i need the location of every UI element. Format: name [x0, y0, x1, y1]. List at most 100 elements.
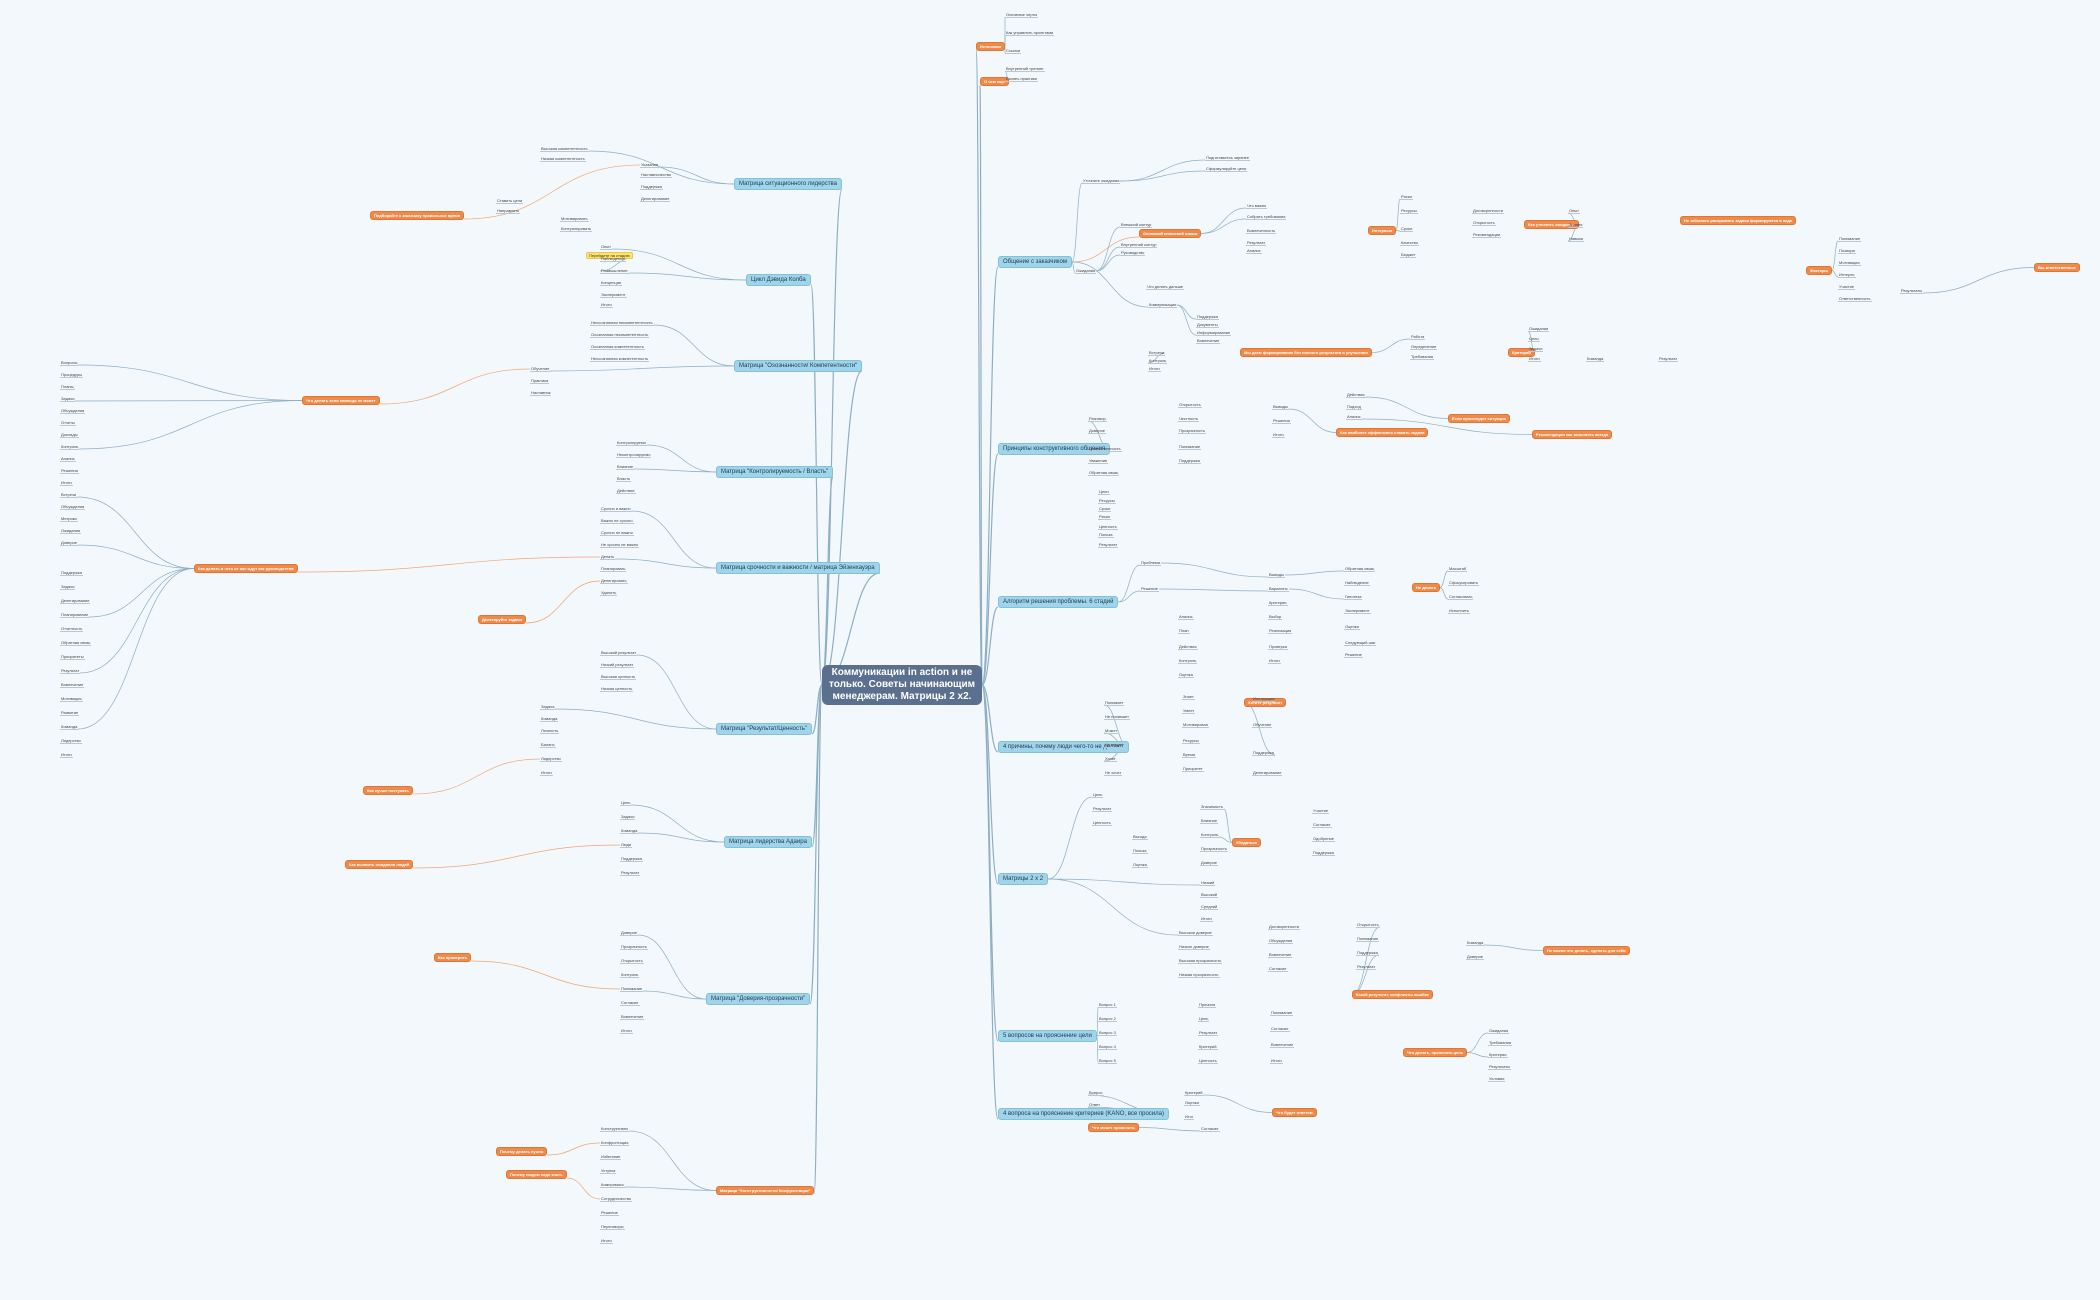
- topic-node-s78[interactable]: Оценка: [1178, 672, 1194, 678]
- topic-node-t3[interactable]: Ссылки: [1005, 48, 1022, 54]
- topic-node-q19[interactable]: Делегирование: [60, 598, 91, 604]
- topic-node-s83[interactable]: Реализация: [1268, 628, 1293, 634]
- topic-node-o18[interactable]: Какой результат, конфликты ошибка: [1352, 990, 1433, 999]
- topic-node-m54[interactable]: Прозрачность: [620, 944, 648, 950]
- topic-node-m14[interactable]: Концепция: [600, 280, 623, 286]
- topic-node-m28[interactable]: Действие: [616, 488, 636, 494]
- topic-node-m12[interactable]: Наблюдение: [600, 256, 626, 262]
- topic-node-m46[interactable]: Итоги: [540, 770, 553, 776]
- topic-node-s157[interactable]: Согласие: [1270, 1026, 1290, 1032]
- topic-node-s166[interactable]: Ответ: [1088, 1102, 1101, 1108]
- topic-node-s104[interactable]: Умеет: [1182, 708, 1196, 714]
- topic-node-o11[interactable]: Как наиболее эффективно ставить задачи: [1336, 428, 1429, 437]
- topic-node-s80[interactable]: Варианты: [1268, 586, 1289, 592]
- topic-node-s79[interactable]: Выводы: [1268, 572, 1285, 578]
- topic-node-m30[interactable]: Важно не срочно: [600, 518, 634, 524]
- topic-node-s56[interactable]: Прозрачность: [1178, 428, 1206, 434]
- topic-node-s137[interactable]: Обсуждения: [1268, 938, 1294, 944]
- topic-node-s55[interactable]: Честность: [1178, 416, 1200, 422]
- topic-node-s108[interactable]: Приоритет: [1182, 766, 1204, 772]
- topic-node-m10[interactable]: Контролировать: [560, 226, 593, 232]
- topic-node-s77[interactable]: Контроль: [1178, 658, 1198, 664]
- topic-node-s147[interactable]: Вопрос 2: [1098, 1016, 1117, 1022]
- topic-node-s145[interactable]: Доверие: [1466, 954, 1484, 960]
- topic-node-s168[interactable]: Оценка: [1184, 1100, 1200, 1106]
- topic-node-m69[interactable]: Итоги: [600, 1238, 613, 1244]
- topic-node-m48[interactable]: Задачи: [620, 814, 636, 820]
- topic-node-q30[interactable]: Итоги: [60, 752, 73, 758]
- topic-node-s3[interactable]: Уточните ожидания: [1082, 178, 1121, 184]
- topic-node-m11[interactable]: Опыт: [600, 244, 612, 250]
- topic-node-o7[interactable]: Мы даем формирование без полного результ…: [1240, 348, 1372, 357]
- topic-node-s5[interactable]: Внутренний контур: [1120, 242, 1158, 248]
- topic-node-s34[interactable]: Позиция: [1838, 248, 1856, 254]
- topic-node-s65[interactable]: Цели: [1098, 489, 1110, 495]
- topic-node-s107[interactable]: Время: [1182, 752, 1197, 758]
- topic-node-o4[interactable]: Интервью: [1368, 226, 1397, 235]
- topic-node-s20[interactable]: Результат: [1246, 240, 1267, 246]
- topic-node-s68[interactable]: Риски: [1098, 514, 1111, 520]
- topic-node-s156[interactable]: Понимание: [1270, 1010, 1294, 1016]
- topic-node-s121[interactable]: Контроль: [1200, 832, 1220, 838]
- topic-node-q18[interactable]: Задачи: [60, 584, 76, 590]
- topic-node-s32[interactable]: Навыки: [1568, 236, 1585, 242]
- topic-node-o3[interactable]: Основной ключевой навык: [1139, 229, 1202, 238]
- topic-node-m26[interactable]: Влияние: [616, 464, 635, 470]
- topic-node-s124[interactable]: Участие: [1312, 808, 1330, 814]
- topic-node-s76[interactable]: Действия: [1178, 644, 1198, 650]
- topic-node-m32[interactable]: Не срочно не важно: [600, 542, 640, 548]
- topic-node-s98[interactable]: Не понимает: [1104, 714, 1130, 720]
- topic-node-s148[interactable]: Вопрос 3: [1098, 1030, 1117, 1036]
- topic-node-m43[interactable]: Личность: [540, 728, 560, 734]
- topic-node-o19[interactable]: Что делать, прояснять цель: [1403, 1048, 1468, 1057]
- topic-node-s155[interactable]: Ценность: [1198, 1058, 1218, 1064]
- topic-node-s162[interactable]: Критерии: [1488, 1052, 1508, 1058]
- topic-node-s99[interactable]: Может: [1104, 728, 1119, 734]
- topic-node-q11[interactable]: Итоги: [60, 480, 73, 486]
- topic-node-m52[interactable]: Результат: [620, 870, 641, 876]
- topic-node-q15[interactable]: Ожидания: [60, 528, 82, 534]
- topic-node-t1[interactable]: Основные черты: [1005, 12, 1039, 18]
- topic-node-o9[interactable]: Вы-ответственные: [2034, 263, 2080, 272]
- topic-node-p8[interactable]: Почему делать нужно: [496, 1147, 548, 1156]
- topic-node-s160[interactable]: Ожидания: [1488, 1028, 1510, 1034]
- topic-node-s23[interactable]: Ресурсы: [1400, 208, 1418, 214]
- topic-node-s58[interactable]: Поддержка: [1178, 458, 1201, 464]
- topic-node-m34[interactable]: Планировать: [600, 566, 627, 572]
- topic-node-s35[interactable]: Мотивация: [1838, 260, 1861, 266]
- topic-node-s132[interactable]: Высокое доверие: [1178, 930, 1213, 936]
- topic-node-s61[interactable]: Итоги: [1272, 432, 1285, 438]
- topic-node-m35[interactable]: Делегировать: [600, 578, 628, 584]
- topic-node-s152[interactable]: Цель: [1198, 1016, 1210, 1022]
- topic-node-s8[interactable]: Что делать дальше: [1146, 284, 1185, 290]
- topic-node-s39[interactable]: Результаты: [1900, 288, 1924, 294]
- topic-node-s114[interactable]: Результат: [1092, 806, 1113, 812]
- topic-node-y1[interactable]: Перейдите на стадию: [586, 252, 633, 259]
- topic-node-s57[interactable]: Понимание: [1178, 444, 1202, 450]
- topic-node-m22[interactable]: Практика: [530, 378, 550, 384]
- topic-node-m65[interactable]: Компромисс: [600, 1182, 625, 1188]
- topic-node-s138[interactable]: Вовлечение: [1268, 952, 1293, 958]
- topic-node-m57[interactable]: Понимание: [620, 986, 644, 992]
- topic-node-m19[interactable]: Осознанная компетентность: [590, 344, 645, 350]
- topic-node-q6[interactable]: Отчеты: [60, 420, 76, 426]
- topic-node-s29[interactable]: Рекомендации: [1472, 232, 1502, 238]
- topic-node-l5[interactable]: Матрица срочности и важности / матрица Э…: [716, 562, 880, 574]
- topic-node-p4[interactable]: Делегируйте задачи: [478, 615, 526, 624]
- topic-node-s85[interactable]: Итоги: [1268, 658, 1281, 664]
- topic-node-l3[interactable]: Матрица "Osознанности/ Компетентности": [734, 360, 863, 372]
- topic-node-s105[interactable]: Мотивирован: [1182, 722, 1209, 728]
- topic-node-s144[interactable]: Команда: [1466, 940, 1485, 946]
- topic-node-m62[interactable]: Конфронтация: [600, 1140, 630, 1146]
- topic-node-m59[interactable]: Вовлечение: [620, 1014, 645, 1020]
- topic-node-s129[interactable]: Высокий: [1200, 892, 1219, 898]
- topic-node-m36[interactable]: Удалить: [600, 590, 618, 596]
- topic-node-s169[interactable]: Итог: [1184, 1114, 1195, 1120]
- topic-node-m47[interactable]: Цель: [620, 800, 632, 806]
- topic-node-p1[interactable]: Подбирайте к заказчику правильное время: [370, 211, 465, 220]
- topic-node-s33[interactable]: Понимание: [1838, 236, 1862, 242]
- topic-node-m40[interactable]: Низкая ценность: [600, 686, 634, 692]
- topic-node-q23[interactable]: Приоритеты: [60, 654, 85, 660]
- topic-node-s133[interactable]: Низкое доверие: [1178, 944, 1210, 950]
- topic-node-q22[interactable]: Обратная связь: [60, 640, 92, 646]
